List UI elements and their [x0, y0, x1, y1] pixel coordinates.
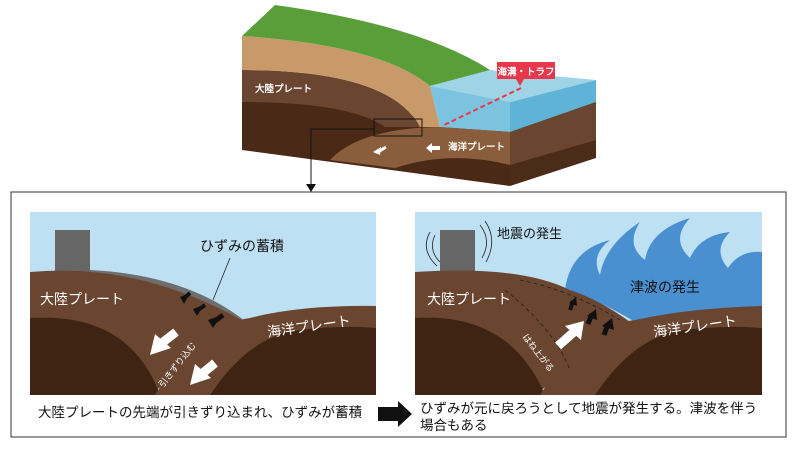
detail-frame: [10, 191, 787, 438]
tsunami-label: 津波の発生: [630, 280, 700, 296]
strain-label: ひずみの蓄積: [200, 239, 284, 255]
right-panel: 地震の発生 津波の発生 大陸プレート 海洋プレート はね上がる: [415, 212, 762, 395]
trench-label-pointer: [516, 79, 524, 86]
crust-layer: [242, 36, 440, 127]
building-icon: [440, 230, 475, 272]
zoom-region-box: [373, 118, 423, 137]
oceanic-mantle: [595, 326, 762, 395]
mantle: [415, 317, 545, 395]
fault-dashes: [504, 279, 621, 371]
trench-label: 海溝・トラフ: [497, 66, 554, 78]
subduction-arrow-icon: [426, 143, 440, 153]
zoom-connector: [310, 128, 374, 186]
arrow-shaft: [377, 145, 387, 154]
land-surface: [242, 5, 490, 86]
strain-pointer: [212, 257, 231, 301]
tsunami-wave: [565, 218, 762, 325]
mantle: [30, 317, 160, 395]
drag-arrows: [150, 328, 218, 385]
overview-continental-label: 大陸プレート: [255, 83, 312, 95]
strain-arrows: [180, 291, 225, 328]
trench-label-box: [497, 62, 555, 79]
right-caption-line2: 場合もある: [420, 418, 488, 434]
right-continental-label: 大陸プレート: [427, 292, 511, 308]
oceanic-side-top: [510, 102, 596, 165]
overview-oceanic-label: 海洋プレート: [448, 141, 505, 153]
ocean-side-face: [510, 80, 596, 132]
sea-front: [430, 86, 510, 132]
trench-line: [441, 87, 522, 127]
overview-block: 海溝・トラフ 大陸プレート 海洋プレート: [242, 5, 596, 192]
next-step-arrow-icon: [378, 401, 412, 427]
continental-plate-front: [242, 70, 420, 127]
arrow-down-icon: [306, 184, 316, 192]
earthquake-label: 地震の発生: [497, 227, 562, 242]
left-continental-label: 大陸プレート: [40, 292, 124, 308]
right-caption-line1: ひずみが元に戻ろうとして地震が発生する。津波を伴う: [420, 401, 758, 417]
shake-lines-icon: [425, 220, 493, 267]
building-icon: [55, 230, 90, 272]
oceanic-plate-front: [330, 127, 510, 168]
oceanic-mantle: [210, 326, 376, 395]
rebound-arrows: [568, 297, 614, 336]
left-caption: 大陸プレートの先端が引きずり込まれ、ひずみが蓄積: [38, 405, 363, 421]
arrow-shaft: [555, 327, 578, 350]
left-panel: ひずみの蓄積 大陸プレート 海洋プレート 引きずり込む: [30, 212, 412, 427]
